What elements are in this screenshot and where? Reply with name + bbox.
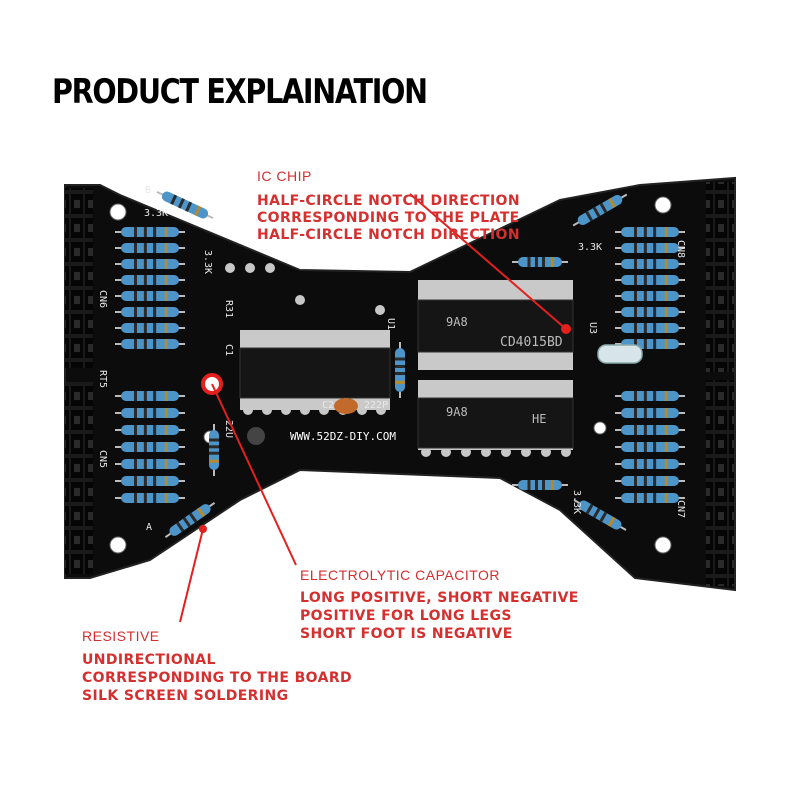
resistor — [615, 476, 685, 486]
silkscreen-label: 3.3K — [578, 242, 602, 253]
chip2-marking: HE — [532, 412, 546, 426]
resistor — [115, 391, 185, 401]
ic-cd4015 — [417, 299, 574, 353]
silkscreen-label: 3.3K — [571, 490, 582, 514]
resistor-array — [115, 190, 685, 539]
resistor — [164, 501, 216, 539]
mount-hole — [654, 536, 672, 554]
resistor — [115, 459, 185, 469]
solder-pad — [265, 263, 275, 273]
capacitor-line-2: POSITIVE FOR LONG LEGS — [300, 608, 512, 624]
silkscreen-label: U1 — [385, 318, 396, 330]
resistor — [615, 243, 685, 253]
resistor — [615, 391, 685, 401]
silkscreen-label: CN7 — [675, 500, 686, 518]
resistor — [115, 243, 185, 253]
resistor — [395, 342, 405, 398]
resistor — [115, 227, 185, 237]
resistor — [115, 275, 185, 285]
capacitor-line-1: LONG POSITIVE, SHORT NEGATIVE — [300, 590, 579, 606]
solder-pad — [375, 305, 385, 315]
resistor — [115, 425, 185, 435]
silkscreen-label: A — [146, 522, 152, 533]
resistor — [156, 190, 214, 220]
ic-center — [239, 347, 391, 399]
resistor-line-3: SILK SCREEN SOLDERING — [82, 688, 289, 704]
resistor — [615, 459, 685, 469]
resistor — [615, 442, 685, 452]
ic-chip-line-1: HALF-CIRCLE NOTCH DIRECTION — [257, 193, 520, 209]
glass-diode — [597, 344, 643, 364]
ceramic-capacitor — [334, 398, 358, 414]
resistor — [115, 323, 185, 333]
silkscreen-label: 222P — [364, 400, 388, 411]
resistor-heading: RESISTIVE — [82, 628, 160, 644]
resistor — [615, 493, 685, 503]
resistor — [512, 480, 568, 490]
resistor — [115, 259, 185, 269]
ic-chip-line-2: CORRESPONDING TO THE PLATE — [257, 210, 520, 226]
resistor — [572, 193, 628, 227]
resistor — [615, 275, 685, 285]
left-pin-header-top — [65, 188, 93, 368]
resistor — [115, 408, 185, 418]
ic-chip-heading: IC CHIP — [257, 168, 312, 184]
resistor — [115, 307, 185, 317]
chip2-code: 9A8 — [446, 405, 468, 419]
chip1-marking: CD4015BD — [500, 335, 563, 350]
resistor-line-2: CORRESPONDING TO THE BOARD — [82, 670, 353, 686]
electrolytic-capacitor — [247, 427, 265, 445]
solder-pad — [225, 263, 235, 273]
ic-chip-line-3: HALF-CIRCLE NOTCH DIRECTION — [257, 227, 520, 243]
resistor — [615, 307, 685, 317]
resistor — [615, 425, 685, 435]
ic-pointer-line — [409, 193, 567, 330]
resistor — [615, 323, 685, 333]
chip1-code: 9A8 — [446, 315, 468, 329]
silkscreen-label: CN6 — [97, 290, 108, 308]
silkscreen-label: 22U — [223, 420, 234, 438]
solder-pad — [295, 295, 305, 305]
resistor-pointer-line — [179, 528, 204, 623]
resistor — [512, 257, 568, 267]
mount-hole — [109, 203, 127, 221]
website-label: WWW.52DZ-DIY.COM — [290, 430, 396, 443]
silkscreen-label: U3 — [587, 322, 598, 334]
resistor-line-1: UNDIRECTIONAL — [82, 652, 216, 668]
ic-he — [417, 397, 574, 449]
resistor — [573, 499, 627, 531]
silkscreen-label: C1 — [223, 344, 234, 356]
resistor — [115, 291, 185, 301]
silkscreen-label: 3.3K — [144, 208, 168, 219]
mount-hole — [109, 536, 127, 554]
silkscreen-label: B — [145, 185, 151, 196]
resistor — [115, 476, 185, 486]
resistor — [615, 291, 685, 301]
resistor — [115, 493, 185, 503]
right-pin-header-top — [706, 182, 734, 372]
silkscreen-label: 3.3K — [202, 250, 213, 274]
silkscreen-label: CN8 — [675, 240, 686, 258]
capacitor-heading: ELECTROLYTIC CAPACITOR — [300, 567, 501, 583]
silkscreen-label: RT5 — [97, 370, 108, 388]
silkscreen-label: CN5 — [97, 450, 108, 468]
right-pin-header-bottom — [706, 380, 734, 586]
solder-pad — [245, 263, 255, 273]
silkscreen-label: C2 — [322, 400, 334, 411]
mount-hole — [593, 421, 607, 435]
resistor — [115, 442, 185, 452]
resistor — [615, 408, 685, 418]
resistor — [615, 259, 685, 269]
resistor — [115, 339, 185, 349]
capacitor-line-3: SHORT FOOT IS NEGATIVE — [300, 626, 513, 642]
silkscreen-label: R31 — [223, 300, 234, 318]
resistor — [615, 227, 685, 237]
left-pin-header-bottom — [65, 382, 93, 574]
mount-hole — [654, 196, 672, 214]
page-title: PRODUCT EXPLAINATION — [52, 72, 428, 112]
resistor — [209, 424, 219, 476]
capacitor-pointer-line — [211, 383, 297, 566]
